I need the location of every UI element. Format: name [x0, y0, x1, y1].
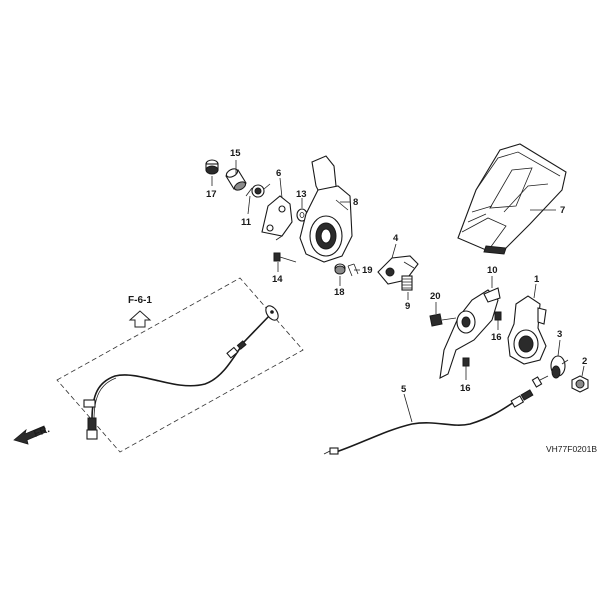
part-5-cable [323, 375, 549, 455]
part-number-4: 4 [393, 233, 399, 244]
part-number-5: 5 [401, 384, 407, 395]
part-7-cover [457, 143, 567, 255]
part-number-8: 8 [353, 197, 358, 208]
part-16-bolt-upper [494, 311, 502, 321]
part-20-bolt [429, 313, 457, 327]
part-number-6: 6 [276, 168, 281, 179]
part-16-bolt-lower [462, 357, 470, 367]
part-number-16-upper: 16 [491, 332, 502, 343]
part-3-knob [550, 355, 569, 379]
leader-lines [211, 160, 585, 423]
part-number-10: 10 [487, 265, 498, 276]
part-15-collar [225, 168, 247, 191]
part-17-nut [205, 159, 219, 175]
reference-arrow-icon [128, 310, 152, 328]
part-number-14: 14 [272, 274, 283, 285]
drawing-code: VH77F0201B [546, 444, 597, 454]
part-6-lever-plate [261, 195, 293, 241]
part-9-spring [401, 275, 413, 291]
part-number-13: 13 [296, 189, 307, 200]
part-1-lever [507, 295, 547, 365]
part-2-nut [571, 375, 589, 393]
part-number-15: 15 [230, 148, 241, 159]
part-10-arm [439, 287, 501, 379]
part-numbers: 15 17 11 6 13 8 14 7 4 19 18 9 10 20 1 1… [206, 148, 587, 395]
part-11-spring [245, 183, 271, 198]
reference-dashed-box [56, 277, 304, 453]
part-8-control-lever [299, 155, 353, 263]
front-direction-arrow-icon [13, 425, 47, 445]
part-19-clip [347, 263, 359, 277]
part-number-1: 1 [534, 274, 540, 285]
part-number-16-lower: 16 [460, 383, 471, 394]
part-number-17: 17 [206, 189, 217, 200]
part-number-3: 3 [557, 329, 562, 340]
part-number-9: 9 [405, 301, 410, 312]
part-number-18: 18 [334, 287, 345, 298]
part-number-20: 20 [430, 291, 441, 302]
front-direction-label: FR. [32, 424, 51, 440]
part-number-2: 2 [582, 356, 587, 367]
part-number-19: 19 [362, 265, 373, 276]
part-number-7: 7 [560, 205, 565, 216]
part-14-bolt [273, 252, 297, 263]
reference-label: F-6-1 [128, 295, 152, 306]
part-18-nut [334, 263, 346, 275]
part-number-11: 11 [241, 217, 252, 228]
inner-cable [83, 305, 279, 440]
